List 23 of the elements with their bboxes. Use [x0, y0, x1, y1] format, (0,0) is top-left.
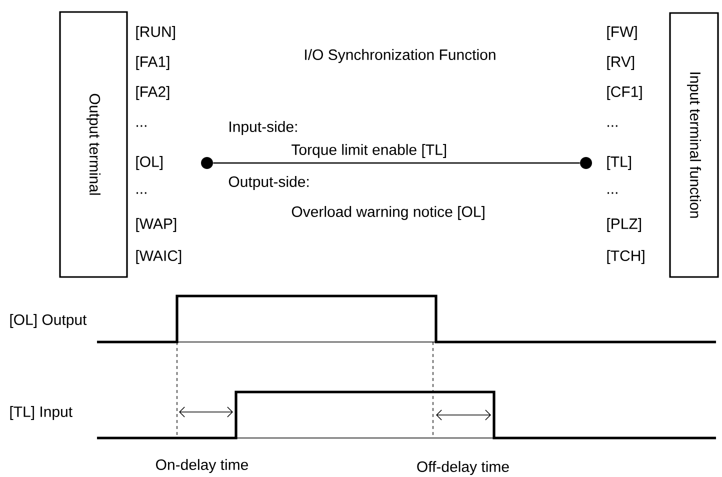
signal-label: Overload warning notice [OL]: [292, 206, 484, 220]
title: I/O Synchronization Function: [305, 49, 496, 63]
terminal-label: ...: [608, 125, 618, 127]
terminal-box: Input terminal function: [669, 12, 719, 278]
terminal-box: Output terminal: [59, 11, 128, 278]
connection-dot: [201, 157, 213, 169]
terminal-label: [FW]: [607, 26, 637, 40]
terminal-label: [CF1]: [607, 86, 642, 100]
delay-label: On-delay time: [156, 459, 248, 473]
delay-label: Off-delay time: [417, 461, 509, 475]
terminal-label: [TCH]: [607, 250, 644, 264]
terminal-label: [OL]: [136, 156, 162, 170]
signal-label: Torque limit enable [TL]: [292, 144, 446, 158]
terminal-label: ...: [608, 192, 618, 194]
side-label: Input-side:: [230, 121, 297, 135]
connection-dot: [580, 157, 592, 169]
connector-line: [213, 162, 580, 164]
terminal-label: [PLZ]: [607, 218, 641, 232]
signal-name: [OL] Output: [10, 314, 87, 328]
terminal-label: [TL]: [607, 156, 631, 170]
signal-name: [TL] Input: [10, 406, 72, 420]
terminal-label: [RV]: [607, 56, 634, 70]
side-label: Output-side:: [228, 176, 309, 190]
